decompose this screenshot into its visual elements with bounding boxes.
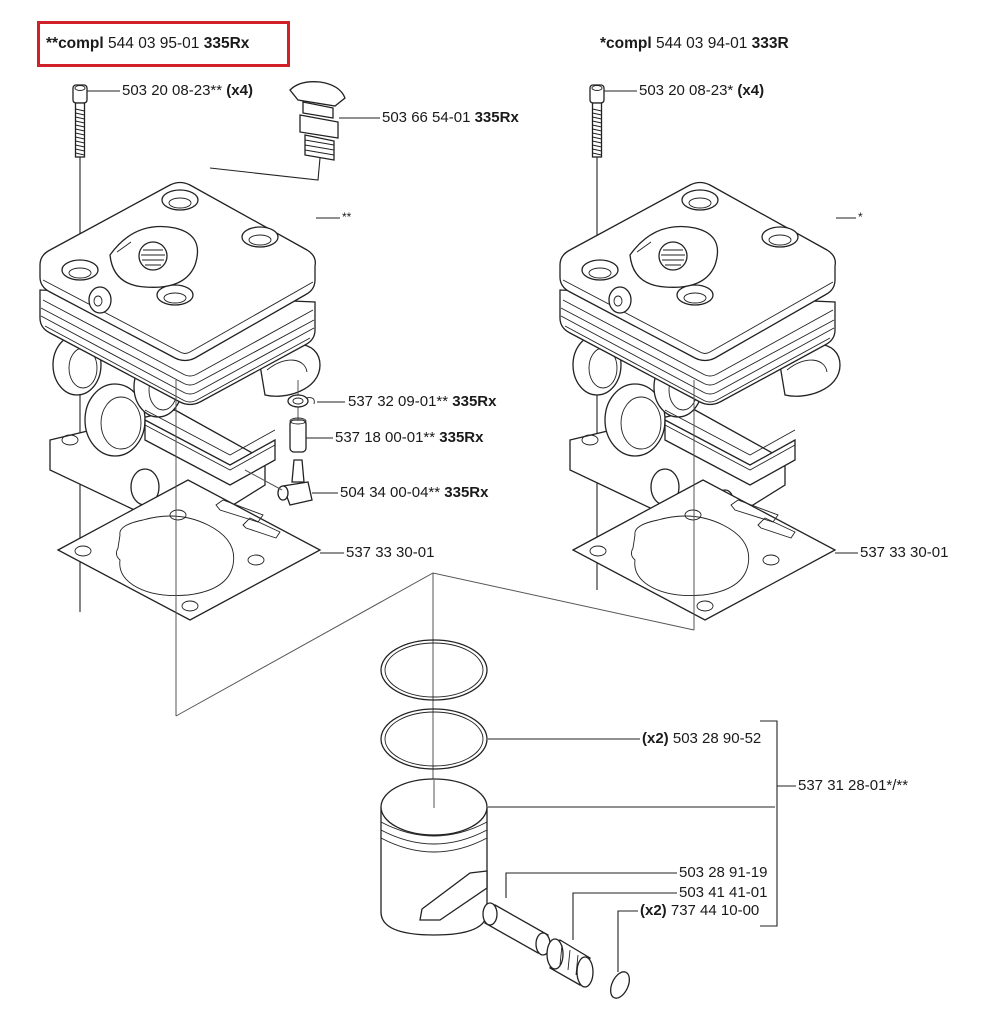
hose-part (289, 417, 333, 453)
left-gasket (57, 479, 321, 621)
decompression-valve-part (209, 81, 380, 181)
piston-kit-bracket (760, 720, 778, 927)
nipple-callout: 504 34 00-04** 335Rx (340, 484, 489, 501)
needle-bearing (546, 892, 677, 988)
left-screw (72, 84, 88, 158)
circlip (609, 910, 638, 999)
piston-ring-callout: (x2) 503 28 90-52 (642, 730, 762, 747)
clip-callout: 537 32 09-01** 335Rx (348, 393, 497, 410)
left-gasket-callout: 537 33 30-01 (346, 544, 435, 561)
decompression-valve-callout: 503 66 54-01 335Rx (382, 109, 519, 126)
piston-ring-upper (380, 639, 488, 701)
right-assembly-title: *compl 544 03 94-01 333R (600, 35, 789, 52)
left-assembly-title: **compl 544 03 95-01 335Rx (46, 35, 250, 52)
piston-pin (482, 872, 677, 956)
right-screw-callout: 503 20 08-23* (x4) (639, 82, 765, 99)
piston-kit-callout: 537 31 28-01*/** (798, 777, 909, 794)
needle-bearing-callout: 503 41 41-01 (679, 884, 768, 901)
right-gasket-callout: 537 33 30-01 (860, 544, 949, 561)
right-cylinder-callout: * (858, 210, 863, 224)
hose-callout: 537 18 00-01** 335Rx (335, 429, 484, 446)
highlight-box (37, 21, 290, 67)
left-cylinder-callout: ** (342, 210, 352, 224)
assembly-guide-lines (175, 572, 695, 717)
piston-ring-lower (380, 708, 640, 770)
right-gasket (572, 479, 836, 621)
left-screw-callout: 503 20 08-23** (x4) (122, 82, 253, 99)
right-screw (589, 84, 605, 158)
circlip-callout: (x2) 737 44 10-00 (640, 902, 760, 919)
nipple-part (244, 459, 338, 506)
piston-pin-callout: 503 28 91-19 (679, 864, 768, 881)
clip-part (287, 380, 345, 430)
piston (380, 778, 775, 936)
